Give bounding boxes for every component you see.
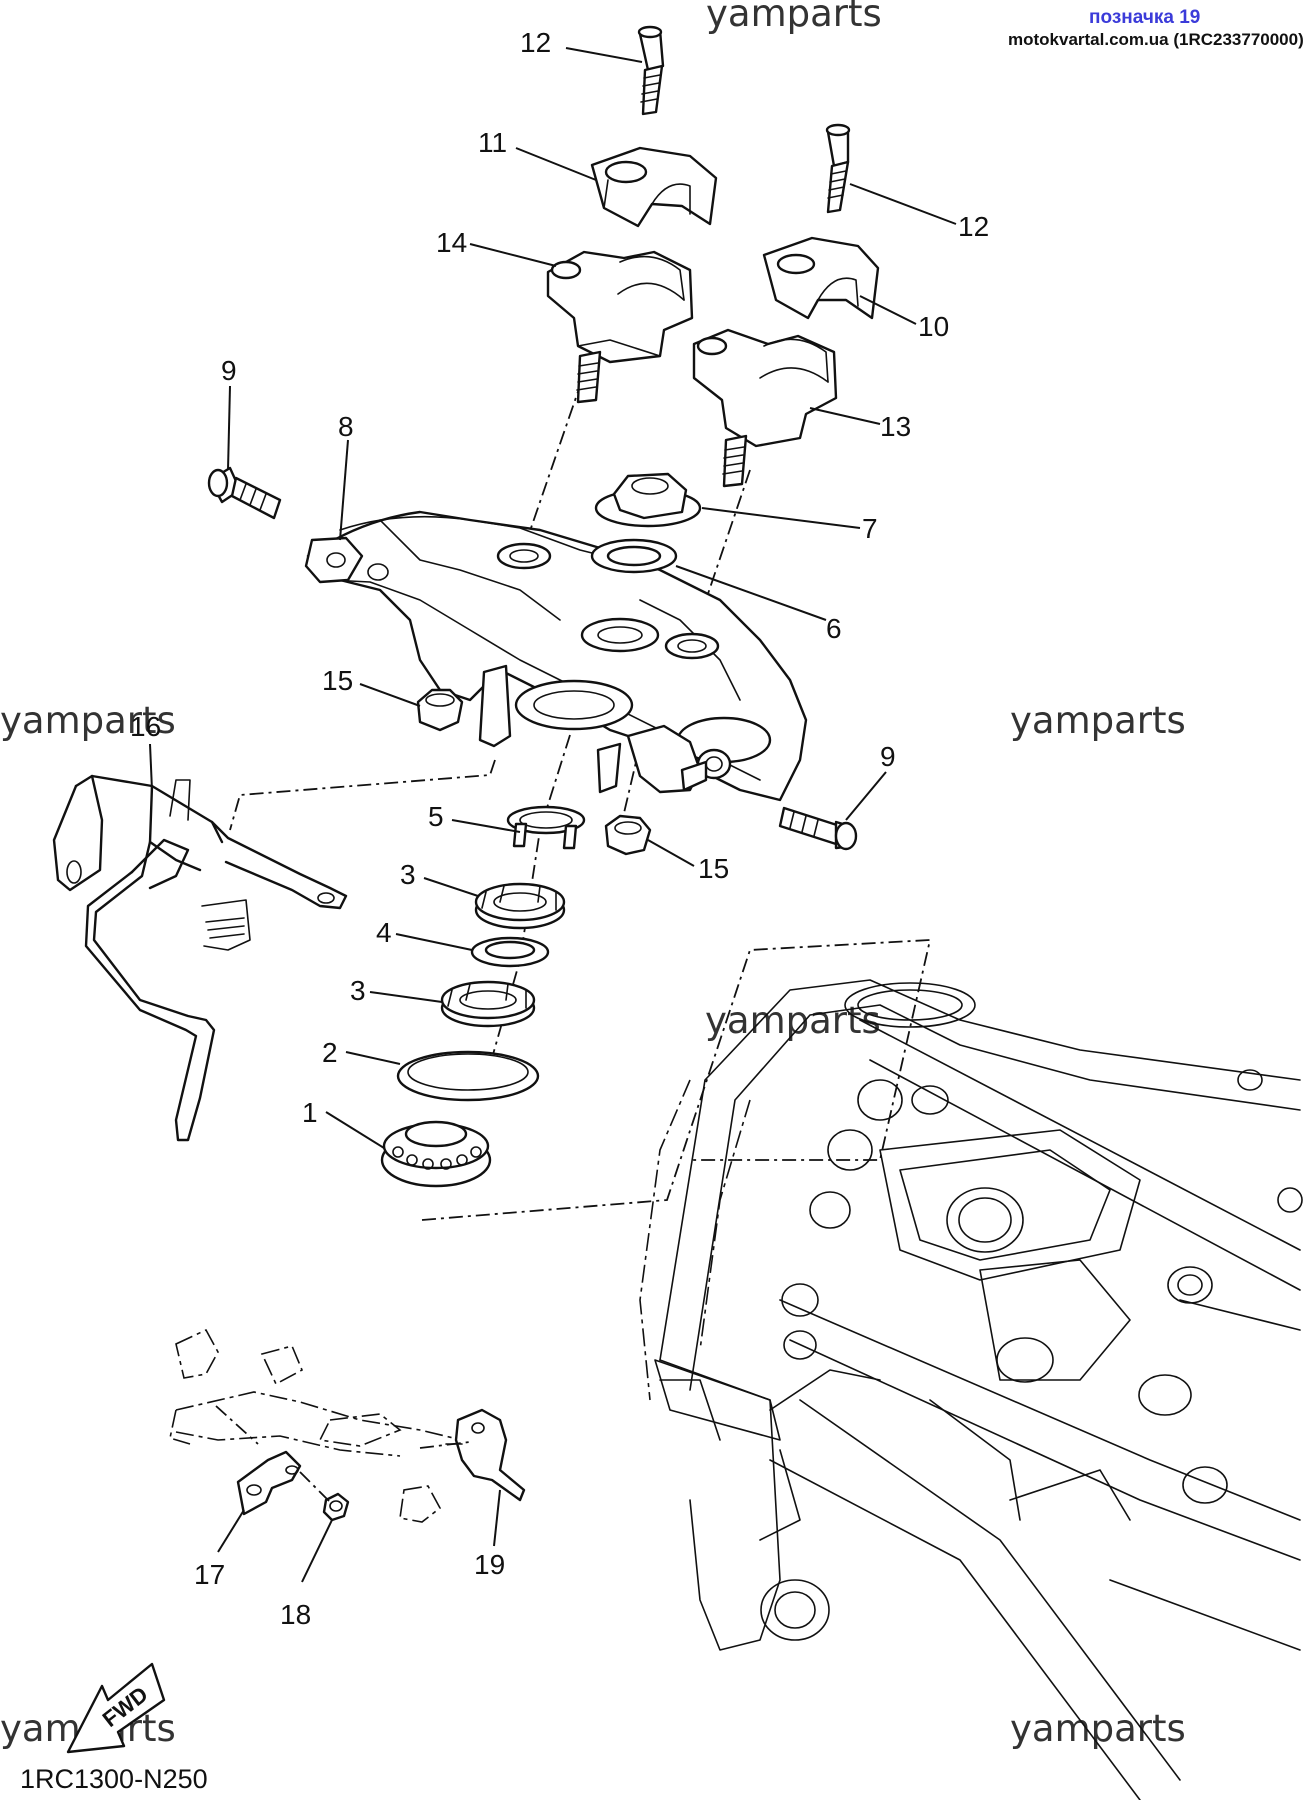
bearing-1 <box>380 1120 492 1188</box>
washer-6 <box>590 538 678 574</box>
callout-9-left: 9 <box>221 355 237 386</box>
callout-12-right: 12 <box>958 211 989 242</box>
watermark-right: yamparts <box>1010 699 1186 742</box>
callout-14: 14 <box>436 227 467 258</box>
callout-19: 19 <box>474 1549 505 1580</box>
callout-4: 4 <box>376 917 392 948</box>
nut-15-left <box>416 688 464 732</box>
lower-holder-14 <box>546 250 694 404</box>
holder-cap-10 <box>762 236 880 320</box>
callout-8: 8 <box>338 411 354 442</box>
frame-outline <box>639 979 1303 1800</box>
callout-9-right: 9 <box>880 741 896 772</box>
leader-lines <box>149 47 957 1583</box>
callout-2: 2 <box>322 1037 338 1068</box>
lower-subassembly <box>169 1328 526 1523</box>
ring-nut-3-lower <box>440 980 536 1028</box>
callout-3-lower: 3 <box>350 975 366 1006</box>
callout-13: 13 <box>880 411 911 442</box>
ring-nut-3-upper <box>474 882 566 930</box>
bolt-12-left <box>637 25 665 116</box>
holder-cap-11 <box>590 146 718 228</box>
washer-4 <box>470 936 550 968</box>
bolt-9-left <box>207 466 282 520</box>
callout-16: 16 <box>130 711 161 742</box>
watermark-top: yamparts <box>706 0 882 35</box>
callout-7: 7 <box>862 513 878 544</box>
callout-6: 6 <box>826 613 842 644</box>
washer-5 <box>506 805 586 850</box>
lower-holder-13 <box>692 328 838 488</box>
callout-10: 10 <box>918 311 949 342</box>
nut-15-right <box>604 814 652 856</box>
callout-15-right: 15 <box>698 853 729 884</box>
header-label: позначка 19 <box>1089 7 1200 28</box>
watermark-left: yamparts <box>0 699 176 742</box>
callout-5: 5 <box>428 801 444 832</box>
header-site: motokvartal.com.ua (1RC233770000) <box>1008 30 1304 49</box>
callout-11: 11 <box>478 127 507 158</box>
seal-2 <box>396 1050 540 1102</box>
bolt-12-right <box>825 123 851 214</box>
stay-16 <box>52 774 348 1142</box>
diagram-code: 1RC1300-N250 <box>20 1764 208 1794</box>
callout-12-left: 12 <box>520 27 551 58</box>
upper-bracket-8 <box>304 510 808 802</box>
callout-numbers: 12 11 14 12 10 13 9 8 7 6 15 16 9 5 15 3… <box>130 27 989 1630</box>
callout-15-left: 15 <box>322 665 353 696</box>
callout-18: 18 <box>280 1599 311 1630</box>
bolt-9-right <box>778 806 858 851</box>
frame-reference-bracket <box>421 939 932 1221</box>
callout-3-upper: 3 <box>400 859 416 890</box>
callout-1: 1 <box>302 1097 318 1128</box>
nut-7 <box>594 472 702 528</box>
callout-17: 17 <box>194 1559 225 1590</box>
